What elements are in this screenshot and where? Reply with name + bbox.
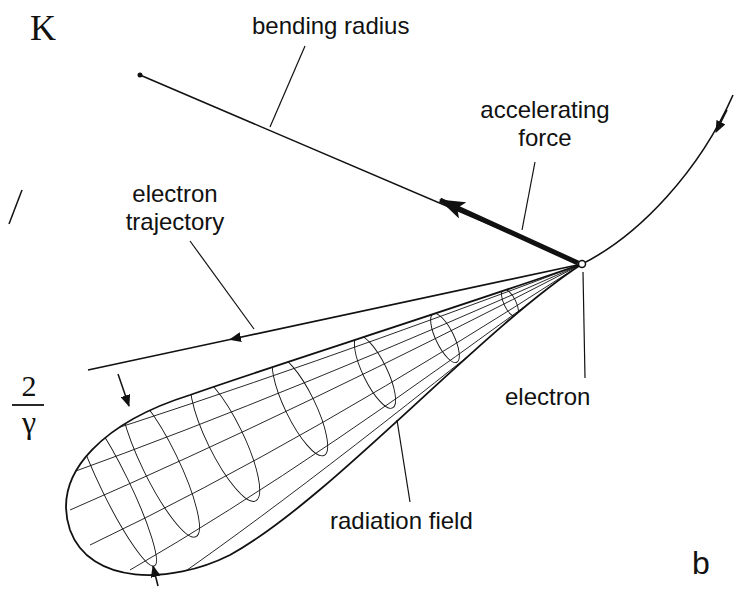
part-label: electron trajectory <box>100 180 250 235</box>
orbit-arrow <box>716 110 727 132</box>
leader-line <box>397 420 410 502</box>
angle-numerator: 2 <box>18 369 40 404</box>
edge-mark <box>9 190 22 224</box>
trajectory-arrow <box>230 264 582 340</box>
figure-letter: K <box>30 8 56 49</box>
angle-denominator: γ <box>16 404 42 441</box>
leader-line <box>270 46 305 127</box>
part-label: radiation field <box>330 507 473 535</box>
part-label: electron <box>505 383 590 411</box>
trajectory-line <box>88 340 230 371</box>
cone-grid <box>63 264 582 575</box>
leader-line <box>190 241 254 329</box>
leader-line <box>583 272 585 378</box>
part-label: bending radius <box>252 12 409 40</box>
angle-arrow <box>118 374 129 406</box>
force-arrow <box>440 200 578 263</box>
part-label: accelerating force <box>470 96 620 151</box>
panel-letter: b <box>692 545 710 582</box>
electron-dot <box>579 261 586 268</box>
angle-arrow <box>153 566 158 586</box>
radiation-cone <box>66 264 582 575</box>
leader-line <box>522 162 535 230</box>
